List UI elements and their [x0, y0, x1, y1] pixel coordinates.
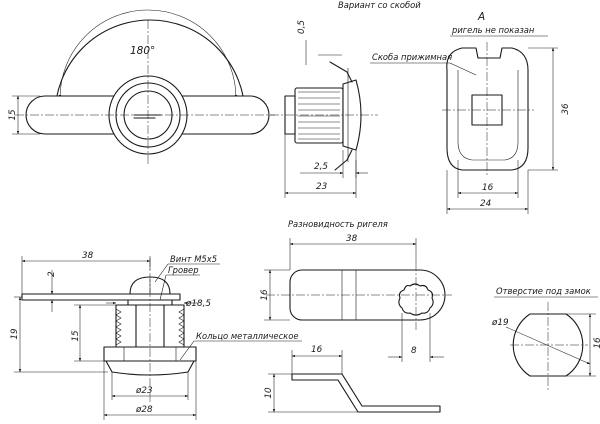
side-view: Вариант со скобой 0,5: [270, 0, 421, 198]
clamp-bracket-label: Скоба прижимная: [372, 52, 452, 62]
screw-label: Винт М5х5: [170, 254, 217, 264]
hole-diameter-dim: ø19: [491, 318, 509, 328]
lock-hole: Отверстие под замок ø19 16: [491, 286, 600, 392]
body-length-dim: 19: [10, 328, 20, 340]
bent-16-dim: 16: [311, 345, 323, 355]
variant-bracket-title: Вариант со скобой: [338, 0, 421, 10]
bent-bolt-profile: 16 10: [264, 345, 441, 413]
thread-zigzag: [115, 308, 185, 346]
bracket-thickness-dim: 0,5: [297, 20, 307, 34]
bolt-variant-width-dim: 16: [260, 289, 270, 301]
view-a-width-dim: 24: [480, 199, 491, 209]
bent-10-dim: 10: [264, 387, 274, 399]
diameter-23-dim: ø23: [135, 386, 153, 396]
view-a-height-dim: 36: [561, 103, 571, 115]
bolt-plate: [21, 293, 181, 301]
rotation-arc-arrow: [58, 9, 238, 99]
grover-label: Гровер: [168, 265, 199, 275]
hole-flat-dim: 16: [593, 337, 600, 349]
bent-bolt-shape: [291, 373, 441, 413]
thread-length-dim: 15: [71, 330, 81, 342]
lock-hole-title: Отверстие под замок: [496, 286, 591, 296]
bolt-not-shown-label: ригель не показан: [451, 25, 535, 35]
threaded-body: [294, 87, 344, 144]
front-height-dim: 15: [8, 109, 18, 121]
view-letter: A: [477, 11, 485, 23]
side-2-5-dim: 2,5: [314, 162, 328, 172]
rotation-sector: [54, 19, 246, 116]
angle-label: 180°: [130, 45, 155, 57]
front-view: 180° 15: [8, 9, 275, 165]
view-a: A ригель не показан Скоба прижимная 36 1…: [370, 11, 571, 214]
clamp-bracket-side: [329, 61, 353, 171]
diameter-18-5-dim: ø18,5: [185, 299, 211, 309]
view-a-inner-dim: 16: [482, 183, 494, 193]
bolt-offset-dim: 2: [47, 271, 57, 277]
bolt-variant-8-dim: 8: [411, 346, 417, 356]
side-length-dim: 23: [316, 182, 328, 192]
bolt-variant-length-dim: 38: [346, 234, 358, 244]
bolt-variant-title: Разновидность ригеля: [288, 219, 388, 229]
bolt-variant: Разновидность ригеля 38 16 8: [260, 219, 452, 362]
thread-lines: [298, 91, 340, 140]
lock-side-section: Винт М5х5 Гровер Кольцо металлическое 38…: [10, 251, 302, 420]
bolt-length-dim: 38: [82, 251, 94, 261]
metal-ring-label: Кольцо металлическое: [196, 331, 299, 341]
diameter-28-dim: ø28: [135, 405, 153, 415]
